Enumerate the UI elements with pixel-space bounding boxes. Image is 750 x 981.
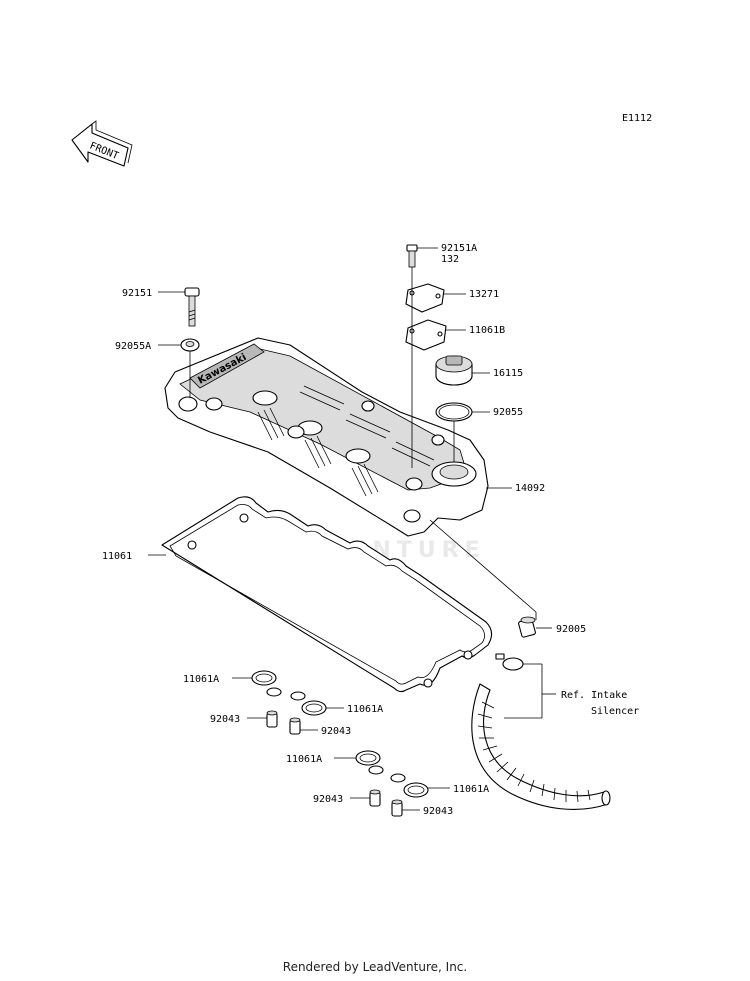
cover-gasket-11061 [161,496,493,693]
seal-set-2 [289,691,327,735]
hose-clamp [495,653,524,671]
footer-credit: Rendered by LeadVenture, Inc. [282,960,468,974]
label-92043-4: 92043 [423,806,453,817]
label-14092: 14092 [515,483,545,494]
o-ring-92055 [435,402,473,422]
breather-hose [471,683,611,811]
label-13271: 13271 [469,289,499,300]
label-92055A: 92055A [115,341,151,352]
label-92043-3: 92043 [313,794,343,805]
oil-filler-cap-16115 [435,355,473,386]
label-92005: 92005 [556,624,586,635]
bolt-92151A [406,244,418,268]
label-92043-2: 92043 [321,726,351,737]
front-arrow-icon: FRONT [71,120,133,167]
label-ref-intake: Ref. Intake [561,690,627,701]
label-92151: 92151 [122,288,152,299]
seal-set-1 [251,670,282,728]
label-11061A-4: 11061A [453,784,489,795]
label-11061A-1: 11061A [183,674,219,685]
label-92151A: 92151A [441,243,477,254]
label-silencer: Silencer [591,706,639,717]
seal-set-4 [390,773,429,817]
label-92043-1: 92043 [210,714,240,725]
bolt-92151 [184,287,200,327]
washer-92055A [180,338,200,352]
label-16115: 16115 [493,368,523,379]
label-11061A-2: 11061A [347,704,383,715]
diagram-code: E1112 [622,113,652,124]
cylinder-head-cover-14092: Kawasaki [164,337,489,537]
gasket-11061B [405,319,447,351]
fitting-92005 [518,616,536,638]
label-11061: 11061 [102,551,132,562]
label-132: 132 [441,254,459,265]
label-11061A-3: 11061A [286,754,322,765]
label-92055: 92055 [493,407,523,418]
leader-lines [148,247,556,811]
seal-set-3 [355,750,384,807]
label-11061B: 11061B [469,325,505,336]
plate-13271 [405,283,445,313]
